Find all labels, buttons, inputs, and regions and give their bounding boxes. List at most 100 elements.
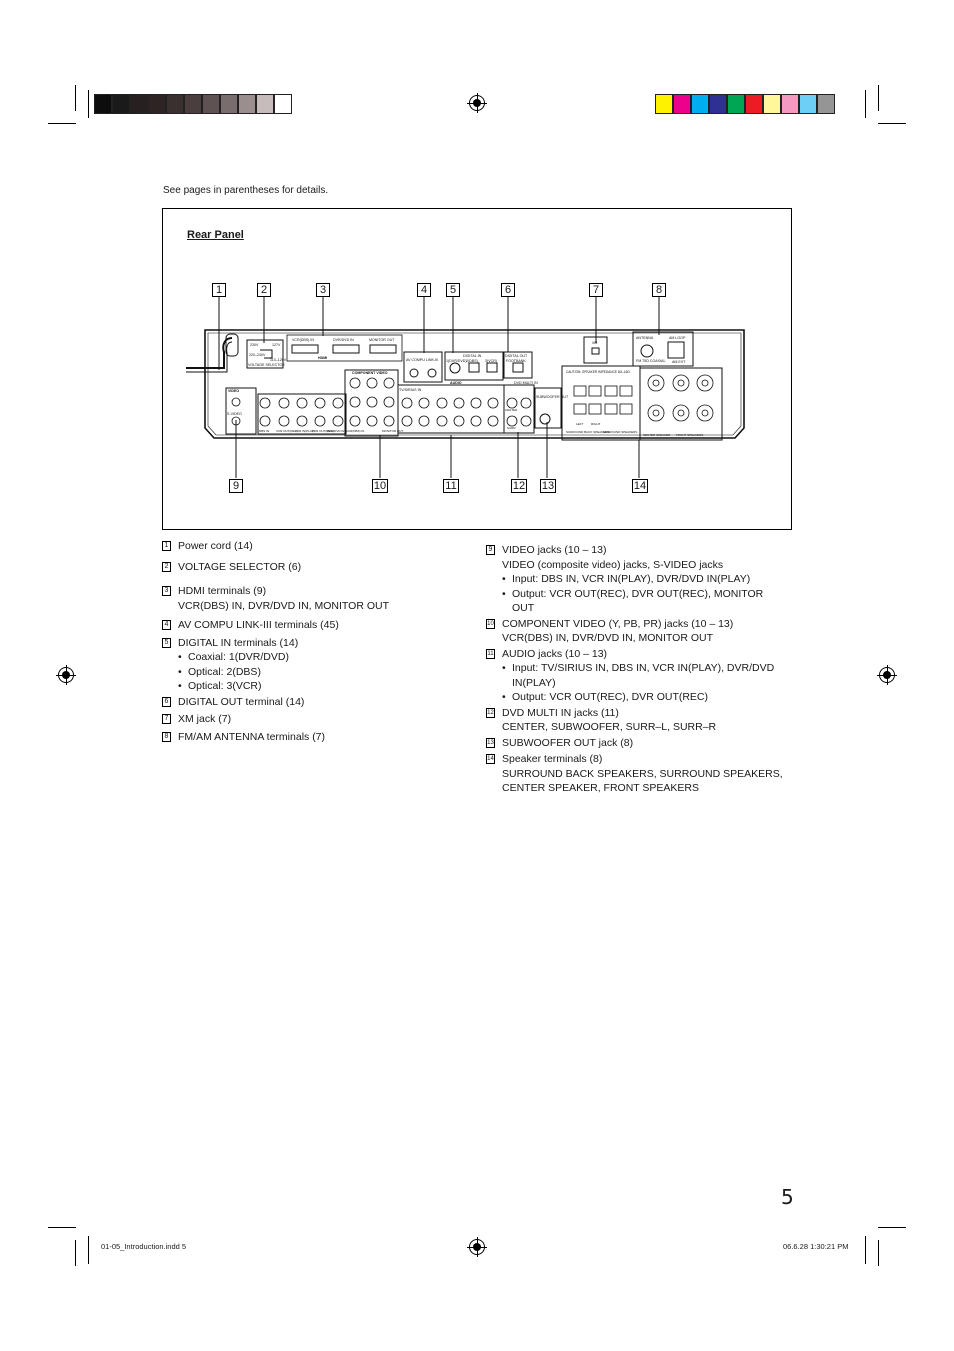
item-title: AUDIO jacks (10 – 13) (502, 647, 608, 660)
label-opt-out: FOOTBANK (506, 359, 526, 363)
bullet-item: Input: DBS IN, VCR IN(PLAY), DVR/DVD IN(… (502, 572, 786, 587)
crop-mark (88, 1236, 89, 1264)
label-tv-sirius: TV/SIRIUS IN (399, 388, 422, 392)
item-detail: SURROUND BACK SPEAKERS, SURROUND SPEAKER… (502, 767, 783, 795)
item-number: 12 (486, 707, 495, 718)
item-title: DVD MULTI IN jacks (11) (502, 706, 619, 719)
label-caution: CAUTION: SPEAKER IMPEDANCE 6Ω–16Ω (566, 370, 630, 374)
callout-12: 12 (511, 479, 527, 493)
item-title: Power cord (14) (178, 540, 253, 552)
label-v220: 220–240V (249, 353, 266, 357)
see-pages-note: See pages in parentheses for details. (163, 185, 329, 196)
list-item: 8 FM/AM ANTENNA terminals (7) (162, 730, 462, 745)
label-am-loop: AM LOOP (669, 336, 686, 340)
list-item: 10 COMPONENT VIDEO (Y, PB, PR) jacks (10… (486, 617, 786, 646)
rear-panel-title: Rear Panel (187, 229, 244, 241)
bullet-item: Optical: 3(VCR) (178, 679, 462, 694)
callout-11: 11 (443, 479, 459, 493)
crop-mark (75, 1240, 76, 1266)
label-audio: AUDIO (450, 381, 462, 385)
crop-mark (878, 1227, 906, 1228)
label-component: COMPONENT VIDEO (352, 371, 388, 375)
label-subwoofer: SUBWOOFER OUT (536, 395, 569, 399)
item-number: 5 (162, 637, 171, 648)
item-title: XM jack (7) (178, 713, 232, 725)
label-hdmi: HDMI (318, 356, 327, 360)
label-v110: 110–120V (270, 358, 287, 362)
item-title: SUBWOOFER OUT jack (8) (502, 736, 634, 749)
label-hdmi-mon: MONITOR OUT (369, 338, 395, 342)
bullet-item: Input: TV/SIRIUS IN, DBS IN, VCR IN(PLAY… (502, 661, 786, 690)
label-av-compu: AV COMPU LINK-III (406, 358, 438, 362)
color-swatch (166, 94, 184, 114)
color-swatch (256, 94, 274, 114)
crop-mark (75, 85, 76, 111)
label-coaxial: 1(DVR/DVD) (446, 359, 467, 363)
label-sub-r: RIGHT (591, 422, 601, 426)
crop-mark (865, 90, 866, 118)
list-item: 5 DIGITAL IN terminals (14) Coaxial: 1(D… (162, 636, 462, 694)
label-dvr-dvd-in: DVR/DVD IN (327, 429, 344, 433)
color-swatch (184, 94, 202, 114)
item-detail: CENTER, SUBWOOFER, SURR–L, SURR–R (502, 721, 717, 733)
crop-mark (48, 1227, 76, 1228)
item-title: DIGITAL OUT terminal (14) (178, 695, 305, 708)
callout-9: 9 (229, 479, 243, 493)
timestamp: 06.6.28 1:30:21 PM (783, 1242, 849, 1251)
color-swatch (130, 94, 148, 114)
registration-mark (467, 93, 487, 113)
list-item: 1 Power cord (14) (162, 539, 462, 554)
item-number: 10 (486, 618, 495, 629)
item-title: VIDEO jacks (10 – 13) (502, 544, 607, 556)
registration-mark (467, 1237, 487, 1257)
bullet-list: Coaxial: 1(DVR/DVD) Optical: 2(DBS) Opti… (178, 650, 462, 694)
rear-panel-figure (162, 208, 792, 530)
crop-mark (878, 123, 906, 124)
bullet-list: Input: TV/SIRIUS IN, DBS IN, VCR IN(PLAY… (502, 661, 786, 705)
list-item: 11 AUDIO jacks (10 – 13) Input: TV/SIRIU… (486, 647, 786, 705)
label-opt3: 3(VCR) (485, 359, 497, 363)
item-number: 1 (162, 541, 171, 551)
label-v127: 127V (272, 343, 281, 347)
label-hdmi-dvr: DVR/DVD IN (333, 338, 354, 342)
color-swatch (763, 94, 781, 114)
item-title: FM/AM ANTENNA terminals (7) (178, 730, 326, 743)
label-center: CENTER SPEAKER (643, 433, 671, 437)
callout-7: 7 (589, 283, 603, 297)
list-item: 7 XM jack (7) (162, 712, 462, 727)
item-number: 14 (486, 754, 495, 764)
callout-14: 14 (632, 479, 648, 493)
label-surround: SURROUND SPEAKERS (603, 430, 637, 434)
color-swatch (220, 94, 238, 114)
item-detail: VCR(DBS) IN, DVR/DVD IN, MONITOR OUT (502, 632, 713, 644)
label-vcr-in: VCR IN(PLAY) (295, 429, 315, 433)
label-svideo: S-VIDEO (227, 412, 242, 416)
callout-13: 13 (540, 479, 556, 493)
color-swatch (94, 94, 112, 114)
list-item: 4 AV COMPU LINK-III terminals (45) (162, 618, 462, 633)
label-digital-in: DIGITAL IN (463, 354, 482, 358)
callout-1: 1 (212, 283, 226, 297)
color-swatch (655, 94, 673, 114)
label-vcr-out: VCR OUT(REC) (276, 429, 298, 433)
item-title: Speaker terminals (8) (502, 753, 603, 765)
bullet-item: Coaxial: 1(DVR/DVD) (178, 650, 462, 665)
color-swatch (112, 94, 130, 114)
item-detail: VIDEO (composite video) jacks, S-VIDEO j… (502, 558, 724, 571)
list-item: 2 VOLTAGE SELECTOR (6) (162, 560, 462, 575)
crop-mark (865, 1236, 866, 1264)
crop-mark (878, 1240, 879, 1266)
color-swatch (148, 94, 166, 114)
list-item: 14 Speaker terminals (8) SURROUND BACK S… (486, 752, 786, 796)
label-front: FRONT SPEAKERS (676, 433, 703, 437)
swatch-strip-color (655, 94, 835, 114)
color-swatch (817, 94, 835, 114)
color-swatch (709, 94, 727, 114)
label-vcr-dbs-in: VCR(DBS) IN (346, 429, 364, 433)
color-swatch (745, 94, 763, 114)
item-title: AV COMPU LINK-III terminals (45) (178, 619, 339, 631)
item-number: 6 (162, 696, 171, 707)
item-number: 8 (162, 731, 171, 742)
label-dvd-multi: DVD MULTI IN (514, 381, 538, 385)
